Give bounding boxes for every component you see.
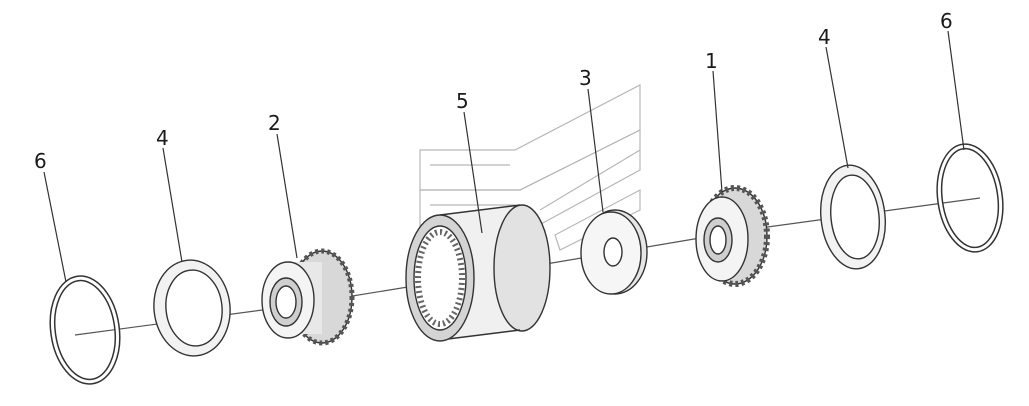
spacer <box>580 209 648 295</box>
callout-4-right: 4 <box>818 25 831 49</box>
snap-ring-left <box>49 275 121 385</box>
callout-6-right: 6 <box>940 9 953 33</box>
snap-ring-right <box>936 143 1004 253</box>
leader-lines <box>43 30 965 283</box>
washer-left <box>153 259 231 357</box>
gear-left <box>261 248 355 346</box>
callout-2: 2 <box>268 111 281 135</box>
bearing-cage <box>405 204 551 342</box>
callout-6-left: 6 <box>34 149 47 173</box>
callout-1: 1 <box>705 49 718 73</box>
washer-right <box>820 164 886 270</box>
gear-right <box>695 185 770 287</box>
callout-3: 3 <box>579 66 592 90</box>
callout-4-left: 4 <box>156 126 169 150</box>
callout-5: 5 <box>456 89 469 113</box>
